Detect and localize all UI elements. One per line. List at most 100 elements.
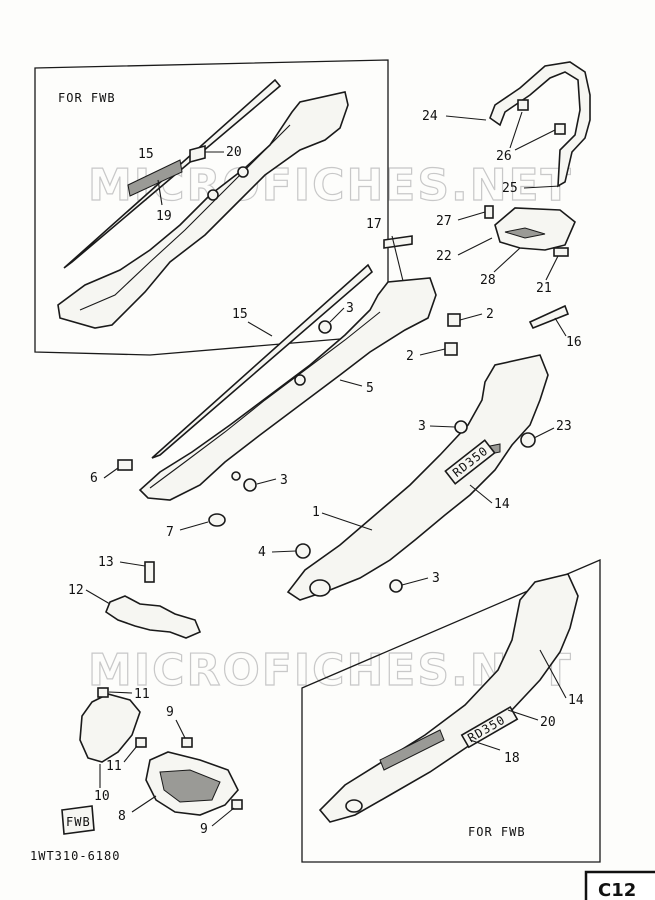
stripe-18 (379, 729, 445, 771)
leader-25 (523, 185, 561, 189)
grommet-3-upper (318, 320, 332, 334)
leader-21 (545, 255, 559, 281)
callout-2-upper: 2 (486, 307, 494, 322)
callout-19: 19 (156, 209, 172, 224)
grab-bar-bolt-a (517, 99, 529, 111)
callout-27: 27 (436, 214, 452, 229)
leader-3-upper (329, 307, 345, 323)
damper-21 (553, 247, 569, 257)
callout-1: 1 (312, 505, 320, 520)
inset-grommet-a (237, 166, 249, 178)
callout-9-lower: 9 (200, 822, 208, 837)
collar-7 (208, 513, 226, 527)
callout-3-mid: 3 (280, 473, 288, 488)
callout-21: 21 (536, 281, 552, 296)
grommet-4 (295, 543, 311, 559)
leader-1 (321, 512, 373, 531)
tail-cover (494, 207, 576, 251)
leader-9-lower (211, 807, 235, 827)
inset-grommet-b (207, 189, 219, 201)
screw-6 (117, 459, 133, 471)
side-cover-fwb-inset (57, 91, 349, 329)
callout-17: 17 (366, 217, 382, 232)
page-code-box (584, 870, 655, 900)
callout-22: 22 (436, 249, 452, 264)
leader-12 (85, 589, 111, 605)
decal-17 (383, 235, 413, 249)
leader-5 (339, 379, 363, 387)
leader-28 (493, 247, 521, 273)
grommet-11-lower (135, 737, 147, 748)
callout-24: 24 (422, 109, 438, 124)
leader-26a (509, 111, 523, 149)
callout-3-right: 3 (418, 419, 426, 434)
leader-9-upper (175, 719, 186, 739)
inset-cover-hole (345, 799, 363, 813)
side-cover-5-hole (294, 374, 306, 386)
screw-27 (484, 205, 494, 219)
leader-15 (247, 321, 273, 337)
leader-23 (533, 427, 555, 439)
grab-bar (489, 61, 591, 188)
callout-3-bottom: 3 (432, 571, 440, 586)
leader-27 (457, 211, 486, 221)
leader-19 (157, 179, 163, 206)
callout-13: 13 (98, 555, 114, 570)
stripe-15 (151, 263, 374, 459)
callout-7: 7 (166, 525, 174, 540)
side-cover-5-pin (231, 471, 241, 481)
inset-cover-edge (79, 124, 291, 311)
leader-17 (391, 235, 405, 286)
leader-4 (271, 550, 297, 553)
callout-20-bottom: 20 (540, 715, 556, 730)
callout-14: 14 (494, 497, 510, 512)
callout-18: 18 (504, 751, 520, 766)
emblem-text: FWB (66, 815, 91, 829)
inset-bottom-label: FOR FWB (468, 825, 526, 839)
decal-20-inset (189, 144, 206, 164)
callout-20-inset: 20 (226, 145, 242, 160)
callout-6: 6 (90, 471, 98, 486)
grommet-3-lower (243, 478, 257, 492)
panel-8-detail (159, 769, 221, 803)
callout-12: 12 (68, 583, 84, 598)
grommet-3-right (454, 420, 468, 434)
leader-2-upper (459, 313, 483, 321)
inset-box-top (34, 59, 389, 356)
callout-11-lower: 11 (106, 759, 122, 774)
side-cover-5-edge (149, 311, 381, 489)
leader-6 (103, 467, 119, 479)
leader-3-mid (256, 478, 277, 485)
callout-28: 28 (480, 273, 496, 288)
tail-cover-detail (504, 227, 546, 239)
leader-22 (457, 237, 493, 256)
leader-2-lower (419, 348, 446, 356)
callout-11-upper: 11 (134, 687, 150, 702)
grommet-9-upper (181, 737, 193, 748)
leader-24 (445, 115, 487, 121)
callout-16: 16 (566, 335, 582, 350)
bolt-13 (144, 561, 155, 583)
callout-5: 5 (366, 381, 374, 396)
callout-2-lower: 2 (406, 349, 414, 364)
leader-13 (119, 561, 146, 567)
grommet-23 (520, 432, 536, 448)
diagram-number: 1WT310-6180 (30, 849, 120, 863)
leader-8 (131, 795, 157, 813)
leader-3-right (429, 425, 456, 428)
decal-19 (127, 159, 183, 197)
leader-14-inset (539, 649, 567, 699)
decal-16 (528, 304, 570, 330)
cover-10 (79, 693, 141, 763)
leader-18 (469, 739, 501, 751)
leader-16 (554, 317, 567, 337)
leader-11-lower (123, 745, 138, 763)
side-cover-fwb-bottom (318, 573, 579, 823)
bracket-12 (105, 595, 202, 639)
callout-25: 25 (502, 181, 518, 196)
leader-26b (514, 129, 556, 151)
callout-10: 10 (94, 789, 110, 804)
callout-23: 23 (556, 419, 572, 434)
